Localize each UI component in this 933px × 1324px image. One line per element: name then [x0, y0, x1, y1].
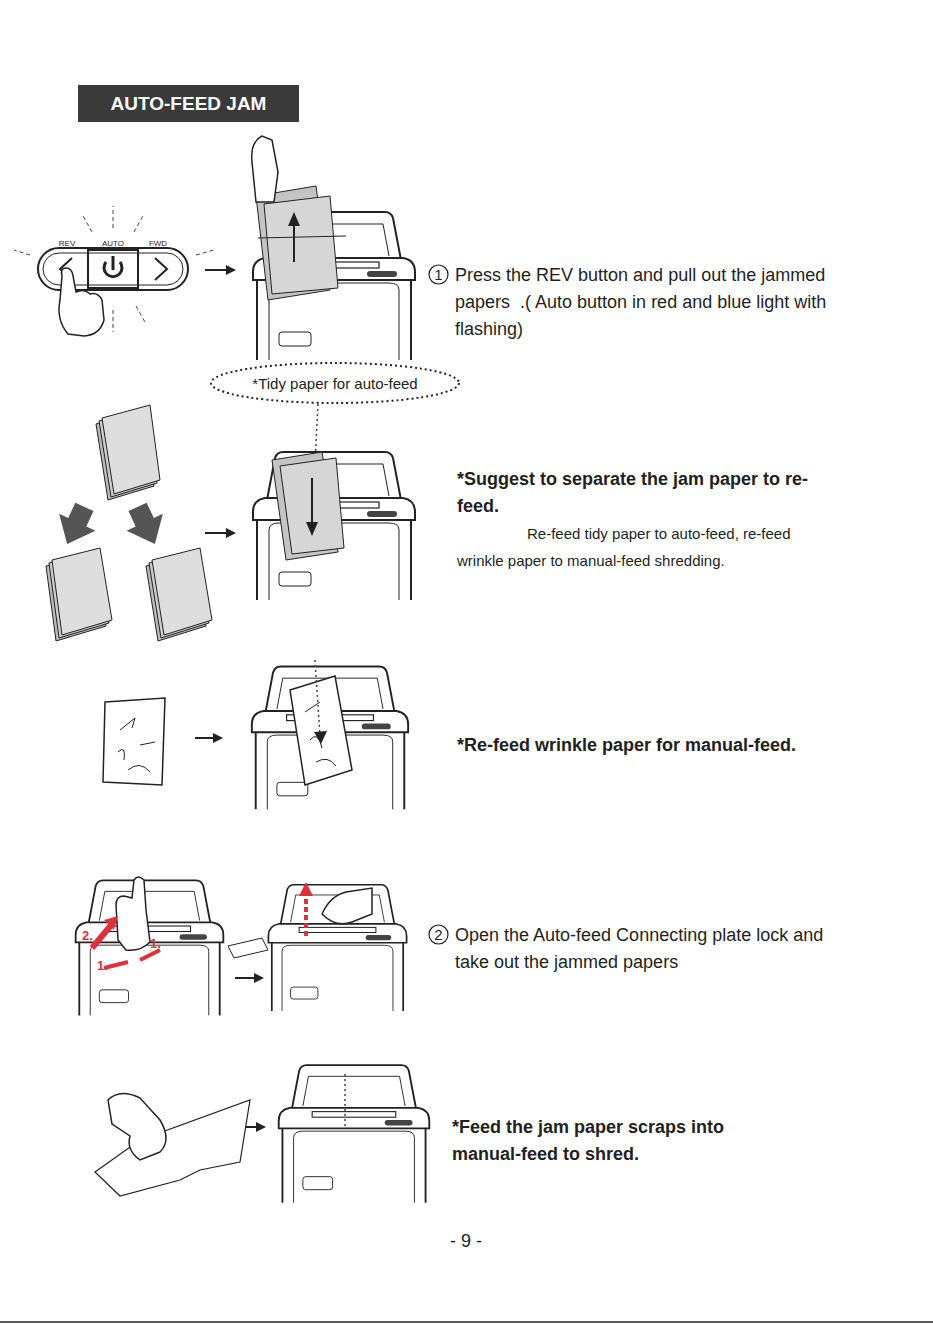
page-rule — [0, 1321, 933, 1323]
node-text: 1 — [434, 267, 442, 282]
red-arrow — [304, 892, 308, 936]
step-arrow — [205, 532, 228, 534]
arrow-head — [254, 973, 264, 983]
paper-sheet — [103, 698, 165, 785]
button-label: FWD — [143, 239, 173, 249]
arrow-head — [226, 528, 236, 538]
step-number: 1 — [428, 264, 449, 285]
title-text: AUTO-FEED JAM — [111, 93, 267, 115]
note-body: Re-feed tidy paper to auto-feed, re-feed… — [457, 520, 802, 574]
paper-sheet — [280, 458, 344, 554]
callout-number: 2. — [82, 928, 93, 944]
pulling-hand — [252, 136, 278, 202]
shredder — [279, 1065, 430, 1203]
outline-shape — [429, 925, 448, 944]
shredder — [252, 667, 408, 810]
arrow-head — [288, 212, 300, 226]
paper-sheet — [290, 676, 352, 785]
step-arrow — [205, 269, 228, 271]
paper-stacks — [46, 405, 212, 641]
shredder — [76, 880, 224, 1015]
paper-sheet — [264, 196, 338, 294]
node-text: *Tidy paper for auto-feed — [252, 376, 417, 391]
plate-lock-open — [92, 877, 160, 968]
paper-stack — [102, 405, 160, 494]
hand — [116, 877, 150, 950]
power-icon-bar — [112, 256, 115, 270]
pressing-hand — [59, 268, 104, 336]
wrinkle-marks — [305, 702, 336, 766]
panel-outline — [38, 248, 188, 290]
step-arrow — [235, 977, 256, 979]
auto-button — [88, 250, 138, 288]
note-ellipse: *Tidy paper for auto-feed — [210, 362, 460, 404]
wrinkle-marks — [118, 718, 155, 772]
flash-rays — [14, 206, 214, 332]
paper-stack — [152, 548, 212, 635]
note-heading: *Suggest to separate the jam paper to re… — [457, 466, 847, 520]
split-arrow — [119, 498, 173, 552]
outline-shape — [211, 363, 459, 403]
arrow-head — [256, 1122, 266, 1132]
outline-shape — [429, 265, 448, 284]
red-arrow — [140, 950, 160, 960]
arrow-head — [226, 265, 236, 275]
red-arrow — [92, 924, 112, 948]
jammed-papers — [252, 136, 346, 300]
wrinkled-paper — [103, 698, 165, 785]
hand — [322, 888, 372, 924]
opened-plate — [228, 938, 268, 958]
control-panel — [14, 206, 214, 336]
split-arrow — [49, 498, 103, 552]
paper-stack — [52, 548, 112, 635]
feed-line — [344, 1074, 346, 1128]
note-heading: *Feed the jam paper scraps into manual-f… — [452, 1114, 797, 1168]
callout-number: 1. — [97, 958, 108, 974]
feed-arrow — [311, 478, 313, 526]
red-arrow-head — [104, 916, 118, 930]
pull-arrow — [293, 222, 295, 262]
callout-number: 1. — [150, 936, 161, 952]
shredder — [268, 885, 406, 1011]
button-label: AUTO — [98, 239, 128, 249]
scrap-paper — [95, 1093, 250, 1196]
tidy-papers — [272, 452, 344, 560]
arrow-head — [306, 522, 318, 536]
step-arrow — [195, 737, 215, 739]
fwd-chevron — [155, 258, 167, 280]
button-label: REV — [52, 239, 82, 249]
hand — [108, 1093, 166, 1160]
red-arrow-head — [299, 882, 313, 896]
page-number: - 9 - — [416, 1230, 516, 1252]
arrow-head — [314, 731, 327, 744]
step-text: Open the Auto-feed Connecting plate lock… — [455, 922, 835, 976]
paper-edge — [258, 236, 346, 238]
step-text: Press the REV button and pull out the ja… — [455, 262, 835, 343]
note-heading: *Re-feed wrinkle paper for manual-feed. — [457, 732, 877, 759]
step-number: 2 — [428, 924, 449, 945]
arrow-head — [213, 733, 223, 743]
manual-feed-paper — [290, 660, 352, 785]
title-band: AUTO-FEED JAM — [78, 85, 299, 122]
node-text: 2 — [434, 927, 442, 942]
remove-jam — [228, 882, 372, 958]
shredder — [253, 452, 415, 600]
feed-line — [315, 660, 320, 736]
